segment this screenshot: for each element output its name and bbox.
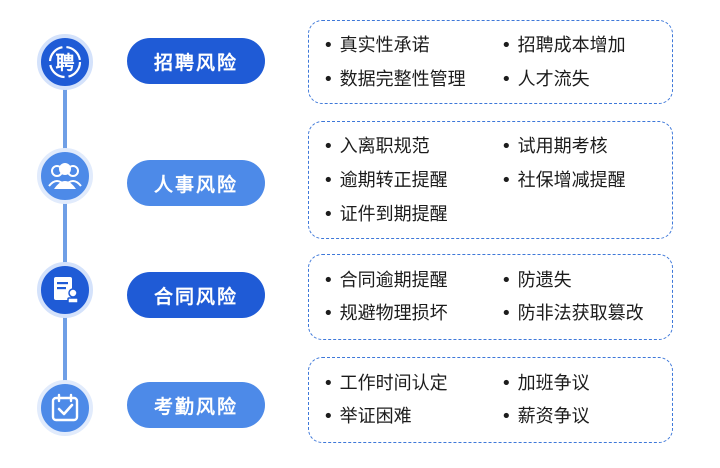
list-item: •逾期转正提醒 bbox=[323, 170, 448, 191]
hire-icon: 聘 bbox=[37, 34, 93, 90]
calendar-check-icon bbox=[37, 380, 93, 436]
list-item: •真实性承诺 bbox=[323, 35, 430, 56]
list-item: •证件到期提醒 bbox=[323, 204, 448, 225]
list-item: •数据完整性管理 bbox=[323, 69, 466, 90]
risk-title-attendance: 考勤风险 bbox=[127, 382, 265, 428]
risk-box-personnel: •入离职规范 •试用期考核 •逾期转正提醒 •社保增减提醒 •证件到期提醒 bbox=[308, 121, 673, 239]
list-item: •工作时间认定 bbox=[323, 373, 448, 394]
list-item: •薪资争议 bbox=[501, 406, 590, 427]
people-icon bbox=[37, 148, 93, 204]
list-item: •社保增减提醒 bbox=[501, 170, 626, 191]
list-item: •人才流失 bbox=[501, 69, 590, 90]
list-item: •防非法获取篡改 bbox=[501, 303, 644, 324]
risk-title-contract: 合同风险 bbox=[127, 272, 265, 318]
list-item: •招聘成本增加 bbox=[501, 35, 626, 56]
hire-glyph: 聘 bbox=[55, 51, 74, 74]
list-item: •防遗失 bbox=[501, 270, 572, 291]
risk-box-hiring: •真实性承诺 •招聘成本增加 •数据完整性管理 •人才流失 bbox=[308, 20, 673, 104]
list-item: •规避物理损坏 bbox=[323, 303, 448, 324]
list-item: •举证困难 bbox=[323, 406, 412, 427]
risk-title-personnel: 人事风险 bbox=[127, 160, 265, 206]
contract-icon bbox=[37, 262, 93, 318]
list-item: •合同逾期提醒 bbox=[323, 270, 448, 291]
list-item: •入离职规范 bbox=[323, 136, 430, 157]
list-item: •试用期考核 bbox=[501, 136, 608, 157]
timeline-line bbox=[63, 60, 67, 410]
list-item: •加班争议 bbox=[501, 373, 590, 394]
risk-title-hiring: 招聘风险 bbox=[127, 38, 265, 84]
risk-box-contract: •合同逾期提醒 •防遗失 •规避物理损坏 •防非法获取篡改 bbox=[308, 254, 673, 340]
risk-box-attendance: •工作时间认定 •加班争议 •举证困难 •薪资争议 bbox=[308, 357, 673, 443]
